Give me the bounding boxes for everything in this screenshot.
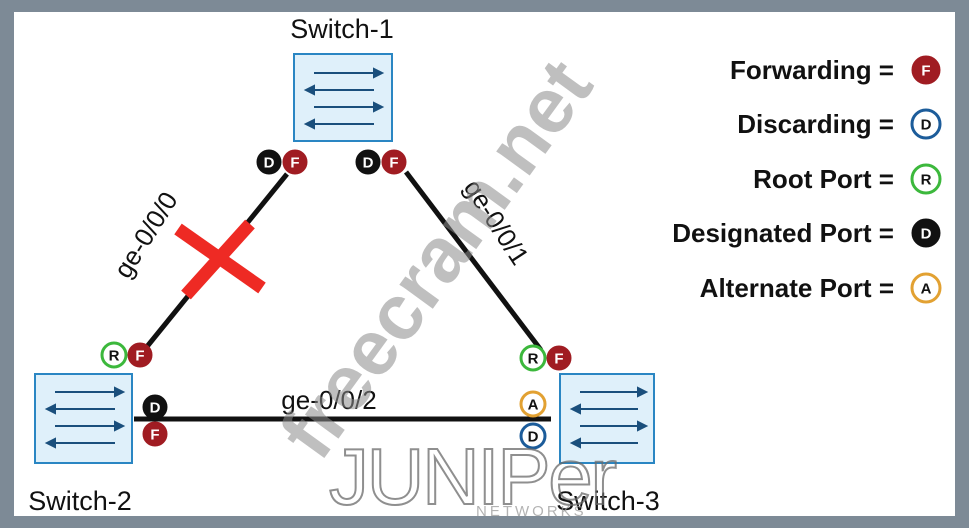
link-label-ge-0-0-2: ge-0/0/2 (281, 385, 376, 415)
port-badge-s2-l0-state-letter: F (135, 348, 144, 365)
legend-badge-forwarding: F (911, 55, 941, 85)
legend: Forwarding = F Discarding = D Root Port = R De… (672, 55, 942, 304)
port-badge-s3-l1-role: R (519, 344, 547, 372)
switch-2-label: Switch-2 (28, 486, 132, 516)
link-label-ge-0-0-0: ge-0/0/0 (108, 186, 184, 283)
port-badge-s2-l0-role: R (100, 341, 128, 369)
diagram-canvas: Switch-1 Switch-2 Switch-3 ge-0/0/0 ge-0… (14, 12, 955, 522)
legend-badge-root-letter: R (921, 172, 932, 189)
port-badge-s1-l0-role-letter: D (264, 155, 275, 172)
port-badge-s3-l1-state: F (546, 345, 572, 371)
legend-badge-discarding-letter: D (921, 117, 932, 134)
juniper-networks-logo: JUNIPer NETWORKS (328, 431, 619, 522)
svg-text:NETWORKS: NETWORKS (476, 503, 587, 516)
legend-label-forwarding: Forwarding = (730, 55, 894, 85)
blocked-link-x-icon (174, 219, 266, 300)
port-badge-s3-l2-role: A (519, 390, 547, 418)
port-badge-s1-l0-state-letter: F (290, 155, 299, 172)
port-badge-s1-l0-role: D (256, 149, 282, 175)
legend-badge-designated-letter: D (921, 226, 932, 243)
legend-badge-alternate: A (910, 272, 942, 304)
port-badge-s2-l0-state: F (127, 342, 153, 368)
legend-badge-designated: D (911, 218, 941, 248)
link-ge-0-0-1 (404, 170, 543, 352)
port-badge-s2-l2-state-letter: F (150, 427, 159, 444)
port-badge-s2-l2-role-letter: D (150, 400, 161, 417)
legend-label-discarding: Discarding = (737, 109, 894, 139)
legend-badge-root: R (910, 163, 942, 195)
port-badge-s2-l2-role: D (142, 394, 168, 420)
svg-text:JUNIPer: JUNIPer (329, 432, 619, 516)
switch-3-label: Switch-3 (556, 486, 660, 516)
port-badge-s1-l1-role: D (355, 149, 381, 175)
switch-1-icon (293, 53, 393, 142)
stp-topology-diagram: Switch-1 Switch-2 Switch-3 ge-0/0/0 ge-0… (28, 14, 942, 522)
port-badge-s1-l1-state: F (381, 149, 407, 175)
port-badge-s1-l1-role-letter: D (363, 155, 374, 172)
port-badge-s2-l0-role-letter: R (109, 348, 120, 365)
port-badge-s3-l1-role-letter: R (528, 351, 539, 368)
port-badge-s2-l2-state: F (142, 421, 168, 447)
legend-badge-alternate-letter: A (921, 281, 932, 298)
legend-label-root: Root Port = (753, 164, 894, 194)
legend-badge-discarding: D (910, 108, 942, 140)
port-badge-s1-l1-state-letter: F (389, 155, 398, 172)
legend-badge-forwarding-letter: F (921, 63, 930, 80)
switch-1-label: Switch-1 (290, 14, 394, 44)
switch-2-icon (34, 373, 133, 464)
port-badge-s3-l1-state-letter: F (554, 351, 563, 368)
port-badge-s3-l2-state: D (519, 422, 547, 450)
switch-3-icon (559, 373, 655, 464)
legend-label-alternate: Alternate Port = (700, 273, 894, 303)
port-badge-s3-l2-state-letter: D (528, 429, 539, 446)
port-badge-s3-l2-role-letter: A (528, 397, 539, 414)
legend-label-designated: Designated Port = (672, 218, 894, 248)
port-badge-s1-l0-state: F (282, 149, 308, 175)
